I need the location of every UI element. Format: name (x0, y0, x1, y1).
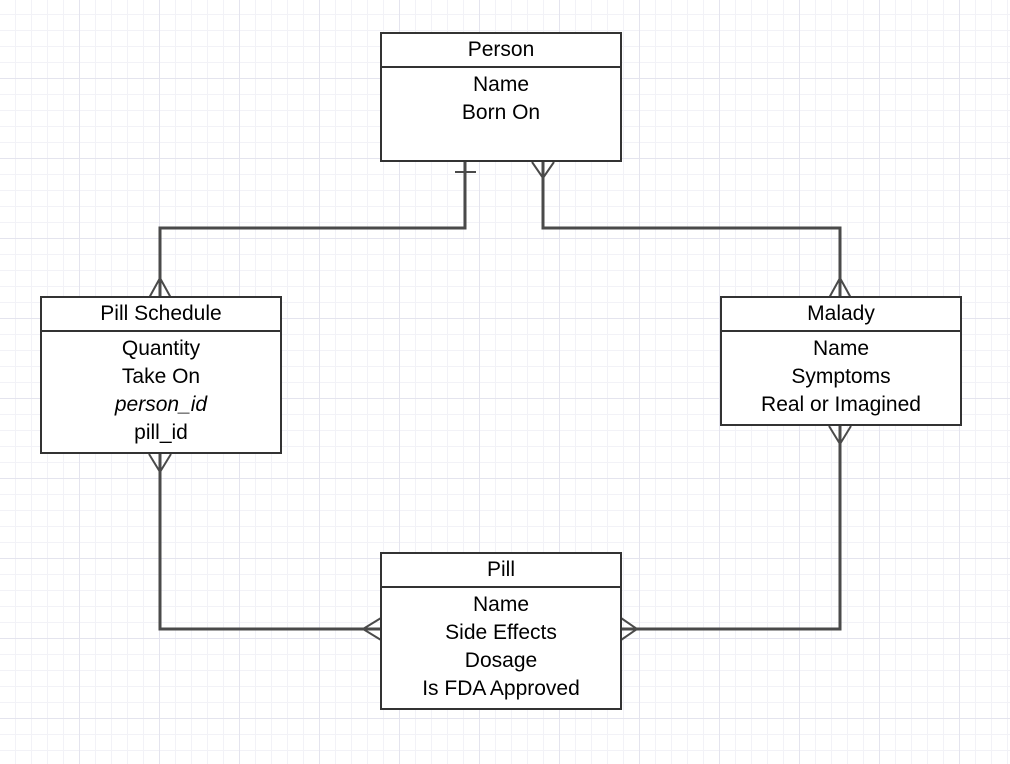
connector-pill-schedule-pill[interactable] (158, 454, 381, 631)
attribute: Side Effects (445, 621, 557, 644)
connector-person-malady[interactable] (541, 162, 842, 298)
entity-attributes: Quantity Take On person_id pill_id (42, 332, 280, 447)
entity-title: Malady (722, 298, 960, 332)
connector-person-pill-schedule[interactable] (158, 162, 467, 298)
attribute: Is FDA Approved (422, 677, 580, 700)
attribute: Name (472, 73, 530, 96)
many-marker-pill-right (620, 617, 639, 641)
entity-title: Pill (382, 554, 620, 588)
entity-malady[interactable]: Malady Name Symptoms Real or Imagined (720, 296, 962, 426)
attribute: Real or Imagined (761, 393, 921, 416)
entity-attributes: Name Side Effects Dosage Is FDA Approved (382, 588, 620, 703)
attribute: Born On (461, 101, 541, 124)
many-marker-malady-top (828, 275, 852, 299)
entity-attributes: Name Born On (382, 68, 620, 127)
many-marker-malady-bottom (828, 425, 852, 446)
attribute: Take On (121, 365, 201, 388)
many-marker-pill-left (361, 617, 382, 641)
connector-malady-pill[interactable] (621, 426, 842, 631)
entity-title: Pill Schedule (42, 298, 280, 332)
attribute: pill_id (134, 421, 188, 444)
many-marker-pill-schedule-bottom (148, 453, 172, 474)
many-marker-pill-schedule-top (148, 275, 172, 299)
attribute: Quantity (121, 337, 201, 360)
attribute: Symptoms (791, 365, 891, 388)
attribute: Name (812, 337, 870, 360)
entity-pill[interactable]: Pill Name Side Effects Dosage Is FDA App… (380, 552, 622, 710)
attribute: Dosage (464, 649, 538, 672)
attribute-foreign-key: person_id (114, 393, 208, 416)
entity-person[interactable]: Person Name Born On (380, 32, 622, 162)
attribute: Name (472, 593, 530, 616)
entity-pill-schedule[interactable]: Pill Schedule Quantity Take On person_id… (40, 296, 282, 454)
entity-attributes: Name Symptoms Real or Imagined (722, 332, 960, 419)
entity-title: Person (382, 34, 620, 68)
many-marker-person (531, 161, 555, 180)
